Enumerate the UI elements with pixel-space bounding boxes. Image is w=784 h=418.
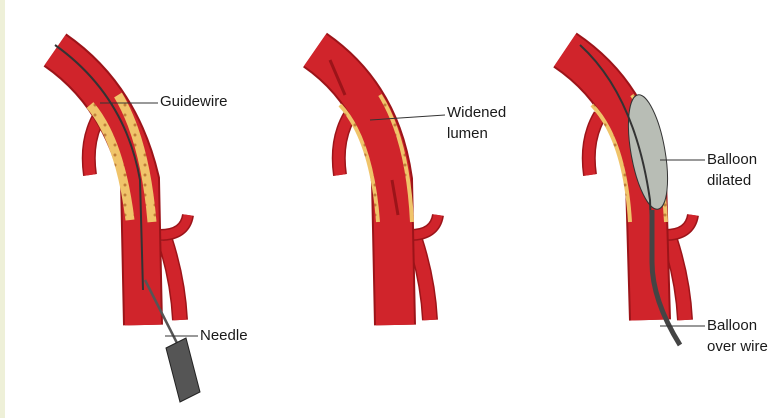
label-line: over wire: [707, 338, 768, 355]
plaque: [114, 92, 157, 223]
label-balloon-dilated: Balloon dilated: [707, 149, 757, 191]
label-widened-lumen: Widened lumen: [447, 102, 506, 144]
label-line: Balloon: [707, 151, 758, 168]
guidewire: [54, 44, 144, 291]
wire: [579, 44, 653, 261]
panel-2-vessel: [302, 32, 446, 326]
panel-1-vessel: [43, 33, 201, 403]
label-line: dilated: [707, 172, 752, 189]
catheter: [649, 210, 683, 347]
label-needle: Needle: [200, 327, 248, 344]
flow-arrow: [328, 59, 400, 216]
plaque: [86, 102, 135, 221]
label-line: lumen: [447, 125, 488, 142]
panel-3-vessel: [552, 32, 705, 347]
label-balloon-over-wire: Balloon over wire: [707, 315, 768, 357]
balloon: [627, 94, 669, 210]
label-line: Balloon: [707, 317, 758, 334]
label-line: Widened: [447, 104, 507, 121]
needle-hub: [165, 337, 201, 403]
label-guidewire: Guidewire: [160, 93, 228, 110]
needle: [143, 279, 180, 346]
left-border: [0, 0, 5, 418]
